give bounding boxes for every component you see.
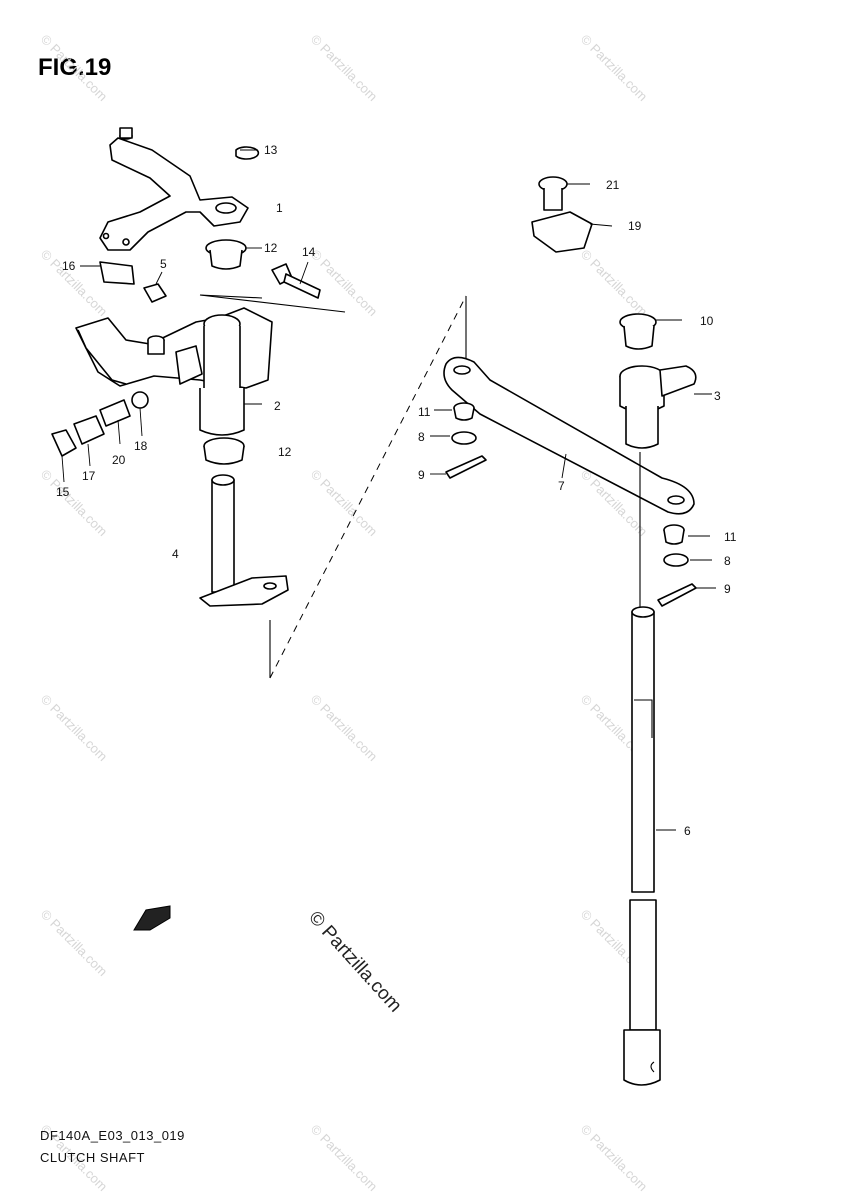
watermark-text: © Partzilla.com <box>38 247 111 320</box>
part-12-bushing <box>205 239 262 270</box>
figure-title: FIG.19 <box>38 54 112 81</box>
callout-6: 6 <box>684 824 691 838</box>
callout-20: 20 <box>112 453 126 467</box>
callout-1: 1 <box>276 201 283 215</box>
callout-14: 14 <box>302 245 316 259</box>
callout-13: 13 <box>264 143 278 157</box>
watermark-main: © Partzilla.com <box>304 907 405 1016</box>
part-10-plug <box>619 313 682 350</box>
callout-9: 9 <box>418 468 425 482</box>
watermark-text: © Partzilla.com <box>38 32 111 105</box>
part-11-8-9-right <box>657 524 716 607</box>
callout-4: 4 <box>172 547 179 561</box>
callout-16: 16 <box>62 259 76 273</box>
callout-8: 8 <box>724 554 731 568</box>
part-15-17-20-18-detent <box>51 391 149 483</box>
part-4-shaft <box>199 474 289 607</box>
watermark-text: © Partzilla.com <box>308 247 381 320</box>
part-3-lever <box>619 365 712 449</box>
part-16-clip <box>80 261 135 285</box>
watermark-text: © Partzilla.com <box>38 907 111 980</box>
watermark-text: © Partzilla.com <box>308 692 381 765</box>
part-2-bracket-assembly <box>75 307 273 436</box>
callout-15: 15 <box>56 485 70 499</box>
part-19-clip <box>531 211 613 253</box>
watermark-text: © Partzilla.com <box>578 247 651 320</box>
part-13-e-clip <box>235 146 260 160</box>
callout-7: 7 <box>558 479 565 493</box>
callout-12: 12 <box>278 445 292 459</box>
callout-2: 2 <box>274 399 281 413</box>
watermark-text: © Partzilla.com <box>578 32 651 105</box>
part-12-lower-bushing <box>203 437 245 465</box>
part-6-clutch-shaft <box>623 452 676 1086</box>
watermark-text: © Partzilla.com <box>308 32 381 105</box>
part-11-8-9-left <box>430 402 487 479</box>
watermark-text: © Partzilla.com <box>578 1122 651 1195</box>
part-5-bolt <box>143 271 167 303</box>
watermark-text: © Partzilla.com <box>308 467 381 540</box>
part-7-link-rod <box>443 356 695 515</box>
callout-labels: 13 1 12 14 16 5 2 12 18 20 17 15 4 21 19… <box>56 143 737 838</box>
watermark-text: © Partzilla.com <box>38 692 111 765</box>
callout-21: 21 <box>606 178 620 192</box>
figure-name: CLUTCH SHAFT <box>40 1150 145 1165</box>
callout-11: 11 <box>418 405 431 419</box>
callout-19: 19 <box>628 219 642 233</box>
watermark-text: © Partzilla.com <box>38 467 111 540</box>
part-14-bolt <box>271 261 321 299</box>
forward-arrow-icon <box>133 905 171 931</box>
callout-11: 11 <box>724 530 737 544</box>
callout-3: 3 <box>714 389 721 403</box>
callout-18: 18 <box>134 439 148 453</box>
watermark-text: © Partzilla.com <box>308 1122 381 1195</box>
callout-9: 9 <box>724 582 731 596</box>
callout-8: 8 <box>418 430 425 444</box>
callout-12: 12 <box>264 241 278 255</box>
part-21-bolt <box>538 176 590 211</box>
figure-code: DF140A_E03_013_019 <box>40 1128 185 1143</box>
part-1-lever-plate <box>99 127 249 251</box>
callout-10: 10 <box>700 314 714 328</box>
alignment-lines <box>199 294 467 679</box>
callout-5: 5 <box>160 257 167 271</box>
callout-17: 17 <box>82 469 96 483</box>
